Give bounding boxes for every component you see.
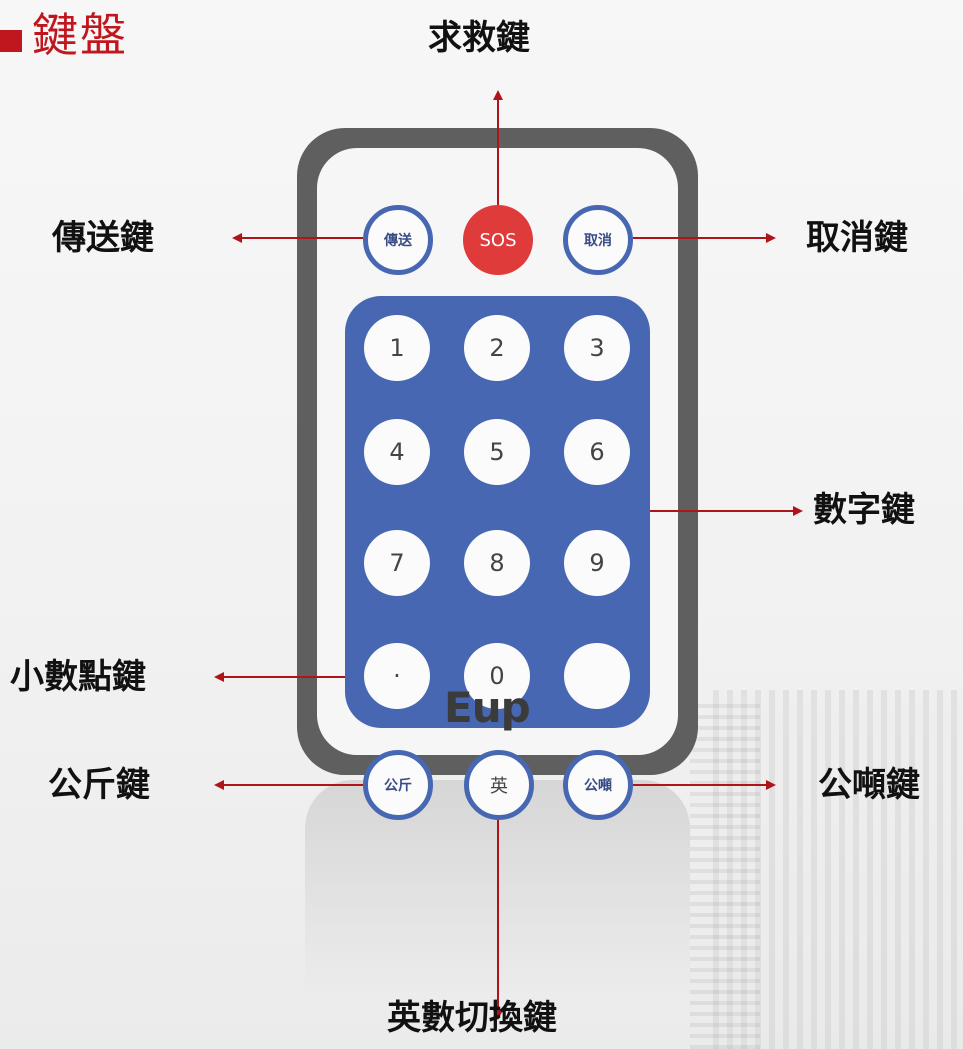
key-4[interactable]: 4 [364,419,430,485]
key-decimal[interactable]: · [364,643,430,709]
label-cancel-key: 取消鍵 [806,218,908,258]
send-button[interactable]: 傳送 [363,205,433,275]
label-send-key: 傳送鍵 [52,218,154,258]
label-numeric-keys: 數字鍵 [813,490,915,530]
sos-button[interactable]: SOS [463,205,533,275]
cancel-button[interactable]: 取消 [563,205,633,275]
background-building-reflection [690,700,760,1049]
label-kg-key: 公斤鍵 [48,765,150,805]
key-1[interactable]: 1 [364,315,430,381]
label-decimal-key: 小數點鍵 [10,657,146,697]
key-7[interactable]: 7 [364,530,430,596]
title-marker [0,30,22,52]
page-title: 鍵盤 [32,8,128,62]
key-blank[interactable] [564,643,630,709]
key-8[interactable]: 8 [464,530,530,596]
label-switch-key: 英數切換鍵 [387,998,557,1038]
key-9[interactable]: 9 [564,530,630,596]
key-2[interactable]: 2 [464,315,530,381]
label-sos-key: 求救鍵 [428,18,530,58]
label-ton-key: 公噸鍵 [818,765,920,805]
kg-button[interactable]: 公斤 [363,750,433,820]
key-3[interactable]: 3 [564,315,630,381]
eng-switch-button[interactable]: 英 [464,750,534,820]
key-6[interactable]: 6 [564,419,630,485]
key-0[interactable]: 0 [464,643,530,709]
background-building [713,690,963,1049]
key-5[interactable]: 5 [464,419,530,485]
ton-button[interactable]: 公噸 [563,750,633,820]
brand-logo: Eup [444,683,531,732]
